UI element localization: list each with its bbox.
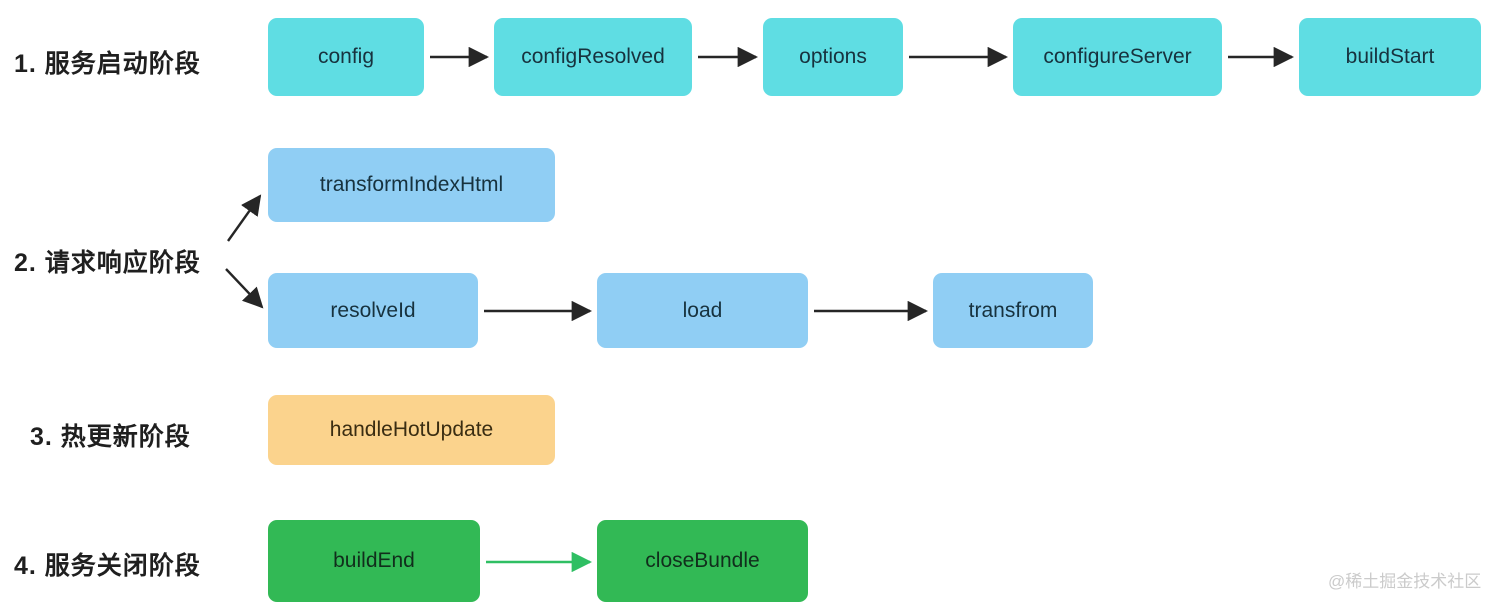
node-resolveid: resolveId	[268, 273, 478, 348]
node-options: options	[763, 18, 903, 96]
node-configureserver: configureServer	[1013, 18, 1222, 96]
node-load: load	[597, 273, 808, 348]
phase-4-label: 4. 服务关闭阶段	[14, 552, 201, 580]
phase-2-label: 2. 请求响应阶段	[14, 249, 201, 277]
node-closebundle: closeBundle	[597, 520, 808, 602]
node-handlehotupdate: handleHotUpdate	[268, 395, 555, 465]
node-transfrom: transfrom	[933, 273, 1093, 348]
arrow-phase2-to-transformindexhtml	[227, 194, 262, 242]
node-buildstart: buildStart	[1299, 18, 1481, 96]
node-buildend: buildEnd	[268, 520, 480, 602]
phase-1-label: 1. 服务启动阶段	[14, 50, 201, 78]
arrow-phase2-to-resolveid	[225, 268, 264, 309]
watermark: @稀土掘金技术社区	[1328, 572, 1482, 591]
phase-3-label: 3. 热更新阶段	[30, 423, 191, 451]
node-transformindexhtml: transformIndexHtml	[268, 148, 555, 222]
node-config: config	[268, 18, 424, 96]
node-configresolved: configResolved	[494, 18, 692, 96]
